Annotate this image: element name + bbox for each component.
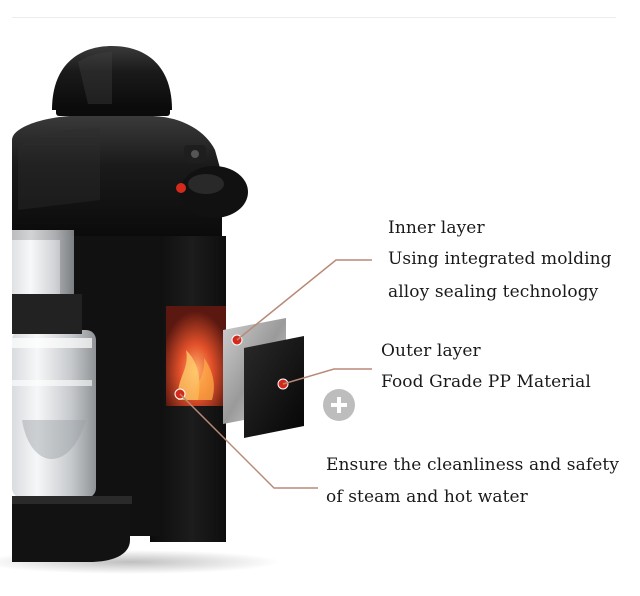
inner-layer-line-1: Using integrated molding: [388, 249, 612, 269]
outer-layer-panel: [244, 336, 304, 438]
inner-layer-title: Inner layer: [388, 218, 485, 238]
outer-layer-title: Outer layer: [381, 341, 481, 361]
safety-leader: [179, 393, 318, 489]
outer-layer-line-1: Food Grade PP Material: [381, 372, 591, 392]
inner-layer-line-2: alloy sealing technology: [388, 282, 599, 302]
top-cap: [52, 46, 172, 110]
outer-layer-leader: [282, 368, 372, 385]
inner-layer-leader: [236, 259, 372, 341]
safety-line-1: Ensure the cleanliness and safety: [326, 455, 620, 475]
machine-head: [12, 116, 222, 240]
top-divider: [12, 17, 616, 18]
glass-carafe: [12, 330, 96, 498]
indicator-light: [176, 183, 186, 193]
drip-tray: [12, 500, 130, 562]
safety-line-2: of steam and hot water: [326, 487, 528, 507]
